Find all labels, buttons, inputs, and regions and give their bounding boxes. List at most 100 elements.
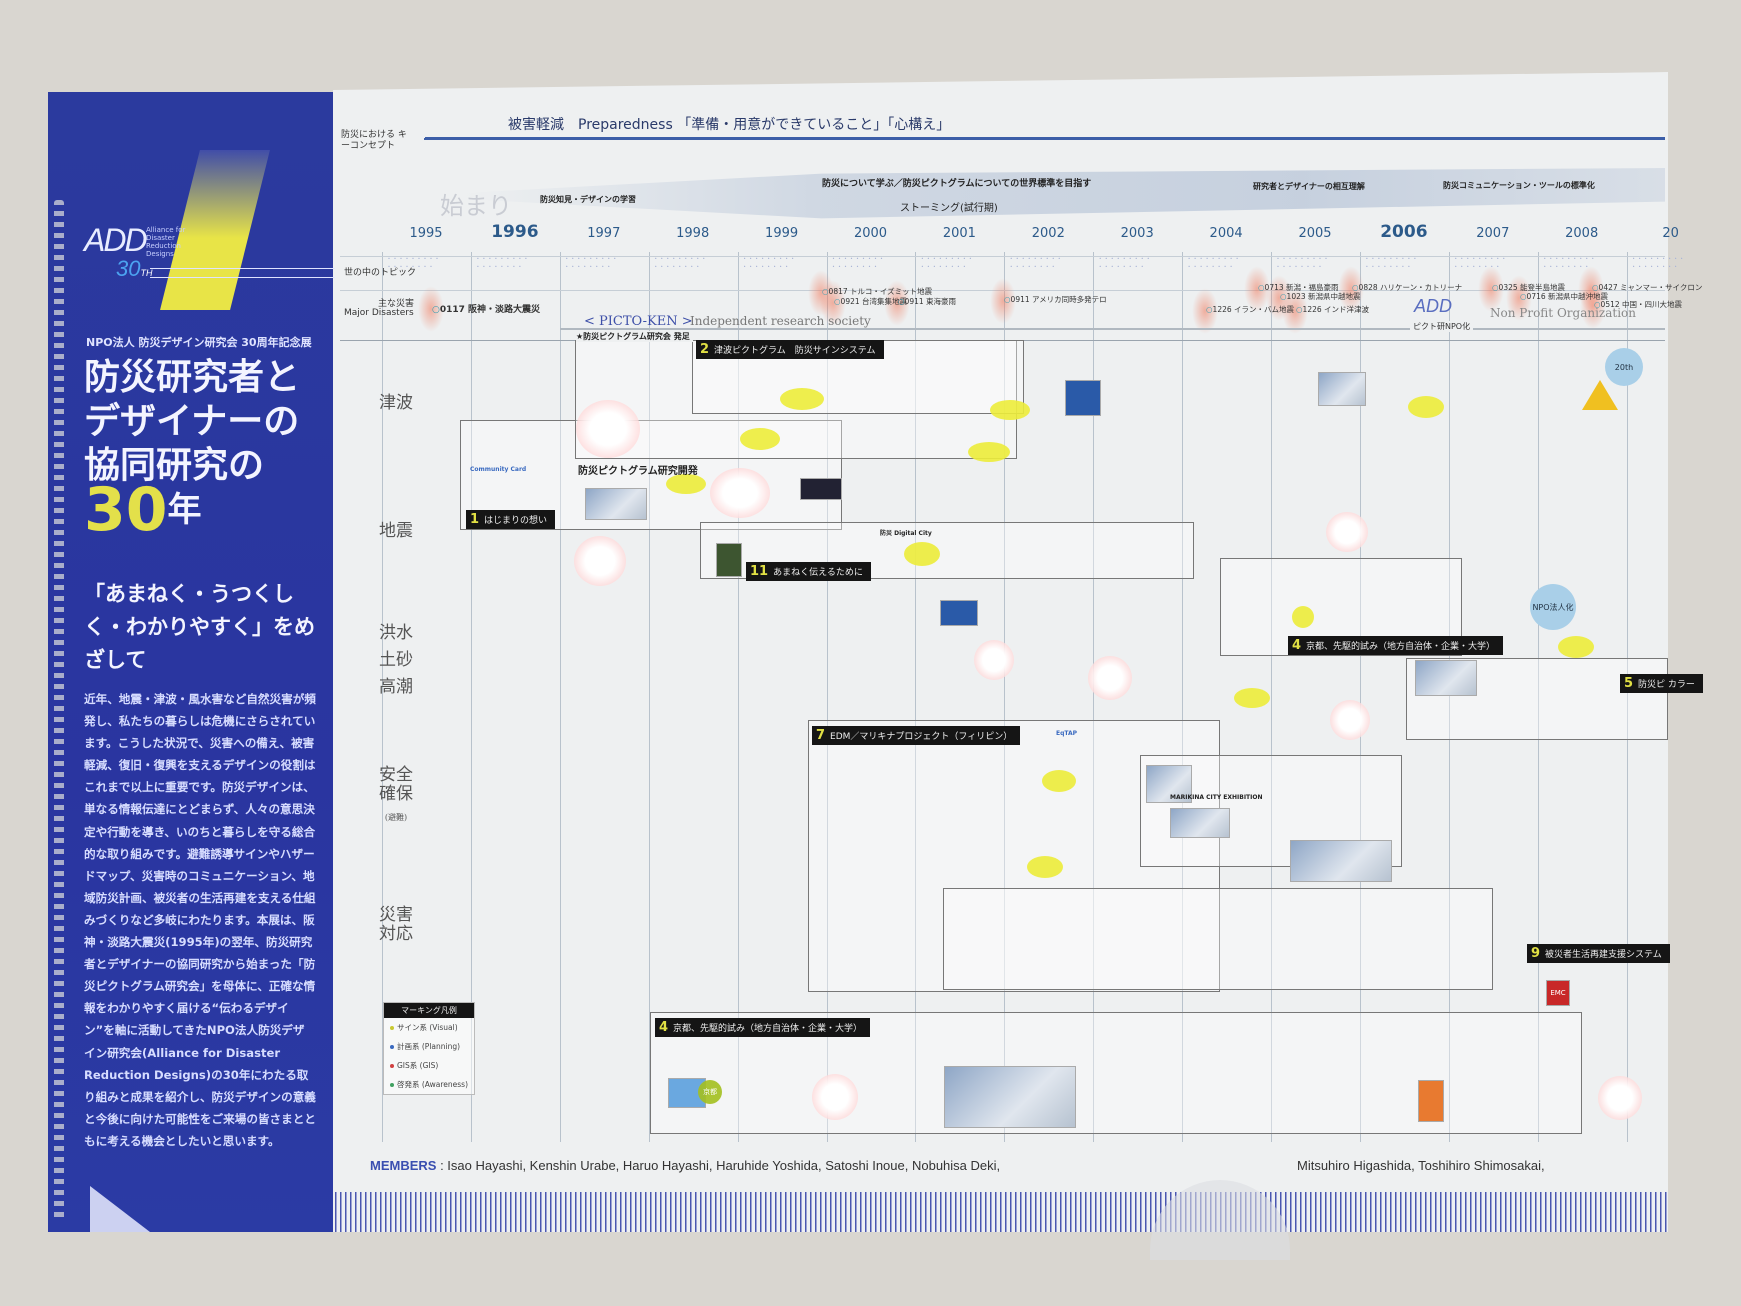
anniversary-badge: 20th [1605,348,1643,386]
year-gridline [826,252,828,1142]
anniversary-mark: 30TH [116,256,153,281]
project-box-response [943,888,1493,990]
topic-cell: ・・・・・・・・・ ・・・・・・・・ [563,256,618,271]
photo-thumbnail [1318,372,1366,406]
phase-1: 防災知見・デザインの学習 [540,195,636,204]
founded-label: ★防災ピクトグラム研究会 発足 [576,331,693,342]
yellow-note [1027,856,1063,878]
disaster-item: 0911 アメリカ同時多発テロ [1004,294,1107,305]
disaster-item: 1023 新潟県中越地震 [1280,291,1361,302]
year-gridline [382,252,383,1142]
video-thumbnail [800,478,842,500]
members-names-2: Mitsuhiro Higashida, Toshihiro Shimosaka… [1297,1158,1545,1173]
year-gridline [1537,252,1539,1142]
year-gridline [648,252,650,1142]
legend-label: 啓発系 (Awareness) [397,1080,469,1089]
community-card-label: Community Card [470,466,527,473]
year-label: 2008 [1565,226,1599,241]
year-label: 20 [1662,226,1679,241]
yellow-note [780,388,824,410]
npo-text: Non Profit Organization [1490,306,1637,320]
note-bubble [1088,656,1132,700]
topic-cell: ・・・・・・・・・ ・・・・・・・・ [1363,256,1418,271]
yellow-note [1042,770,1076,792]
marikina-label: MARIKINA CITY EXHIBITION [1170,794,1263,801]
legend-label: 計画系 (Planning) [397,1042,461,1051]
legend-label: GIS系 (GIS) [397,1061,439,1070]
year-gridline [559,252,561,1142]
legend-label: サイン系 (Visual) [397,1023,458,1032]
eqtap-label: EqTAP [1056,730,1078,737]
disaster-item: 1226 イラン・バム地震 [1206,304,1294,315]
independent-label: Independent research society [690,314,871,328]
year-label: 1995 [409,226,443,241]
concept-text: 被害軽減 Preparedness 「準備・用意ができていること」「心構え」 [508,117,951,133]
bottom-stripe-band [335,1192,1668,1232]
year-label: 1999 [765,226,799,241]
yellow-note [904,542,940,566]
note-bubble [576,400,640,458]
disasters-label-en: Major Disasters [344,308,414,318]
concept-label: 防災における キーコンセプト [341,130,407,151]
topic-cell: ・・・・・・・・・ ・・・・・・・・ [1541,256,1596,271]
npo-badge: NPO法人化 [1530,584,1576,630]
map-collection-thumbnail [944,1066,1076,1128]
year-label: 1998 [676,226,710,241]
add-logo: ADD [84,222,148,258]
yellow-note [1234,688,1270,708]
map-thumbnail [1290,840,1392,882]
year-gridline [1004,252,1006,1142]
year-label: 2004 [1209,226,1243,241]
yellow-note [1408,396,1444,418]
members-label: MEMBERS [370,1158,437,1173]
phase-2-sub: ストーミング(試行期) [900,203,998,214]
digital-city-label: 防災 Digital City [880,530,932,537]
pictogram-thumbnail [585,488,647,520]
disaster-item: 0817 トルコ・イズミット地震 [822,286,933,297]
year-gridline [1182,252,1184,1142]
legend-item: GIS系 (GIS) [384,1056,474,1075]
eqtap-thumbnail [1146,765,1192,803]
year-label: 1996 [491,222,539,242]
year-label: 2000 [853,226,888,241]
disaster-item: 0911 東海豪雨 [898,296,956,307]
members-line: MEMBERS : Isao Hayashi, Kenshin Urabe, H… [370,1158,1000,1173]
year-label: 2001 [942,226,976,241]
disaster-item: 0713 新潟・福島豪雨 [1258,282,1339,293]
row-label-response: 災害 対応 [379,905,413,944]
cover-kicker: NPO法人 防災デザイン研究会 30周年記念展 [86,336,312,349]
topic-cell: ・・・・・・・・・ ・・・・・・・・ [652,256,707,271]
year-label: 1997 [587,226,621,241]
topic-cell: ・・・・・・・・・ ・・・・・・・・ [386,256,441,271]
picto-ken-label: < PICTO-KEN > [584,314,693,329]
disaster-item: 0117 阪神・淡路大震災 [432,302,540,315]
yellow-note [990,400,1030,420]
note-bubble [1330,700,1370,740]
year-gridline [1448,252,1450,1142]
cover-slogan: 「あまねく・うつくしく・わかりやすく」をめざして [84,582,315,672]
legend-dot-icon [390,1026,394,1030]
sign-thumbnail [940,600,978,626]
yellow-note [740,428,780,450]
disasters-label: 主な災害 [378,299,415,309]
cover-corner-triangle [90,1186,150,1232]
row-label-flood: 洪水 土砂 高潮 [379,623,413,697]
add-mini-logo: ADD [1414,296,1453,316]
topic-cell: ・・・・・・・・・ ・・・・・・・・ [1630,256,1685,271]
book-thumbnail [716,543,742,577]
yellow-note [968,442,1010,462]
phase-4: 防災コミュニケーション・ツールの標準化 [1443,181,1595,190]
yellow-note [1558,636,1594,658]
row-label-safety: 安全 確保 [379,765,413,804]
topic-cell: ・・・・・・・・・ ・・・・・・・・ [1452,256,1507,271]
marking-legend: マーキング凡例 サイン系 (Visual)計画系 (Planning)GIS系 … [383,1002,475,1095]
emc-logo: EMC [1546,980,1570,1006]
